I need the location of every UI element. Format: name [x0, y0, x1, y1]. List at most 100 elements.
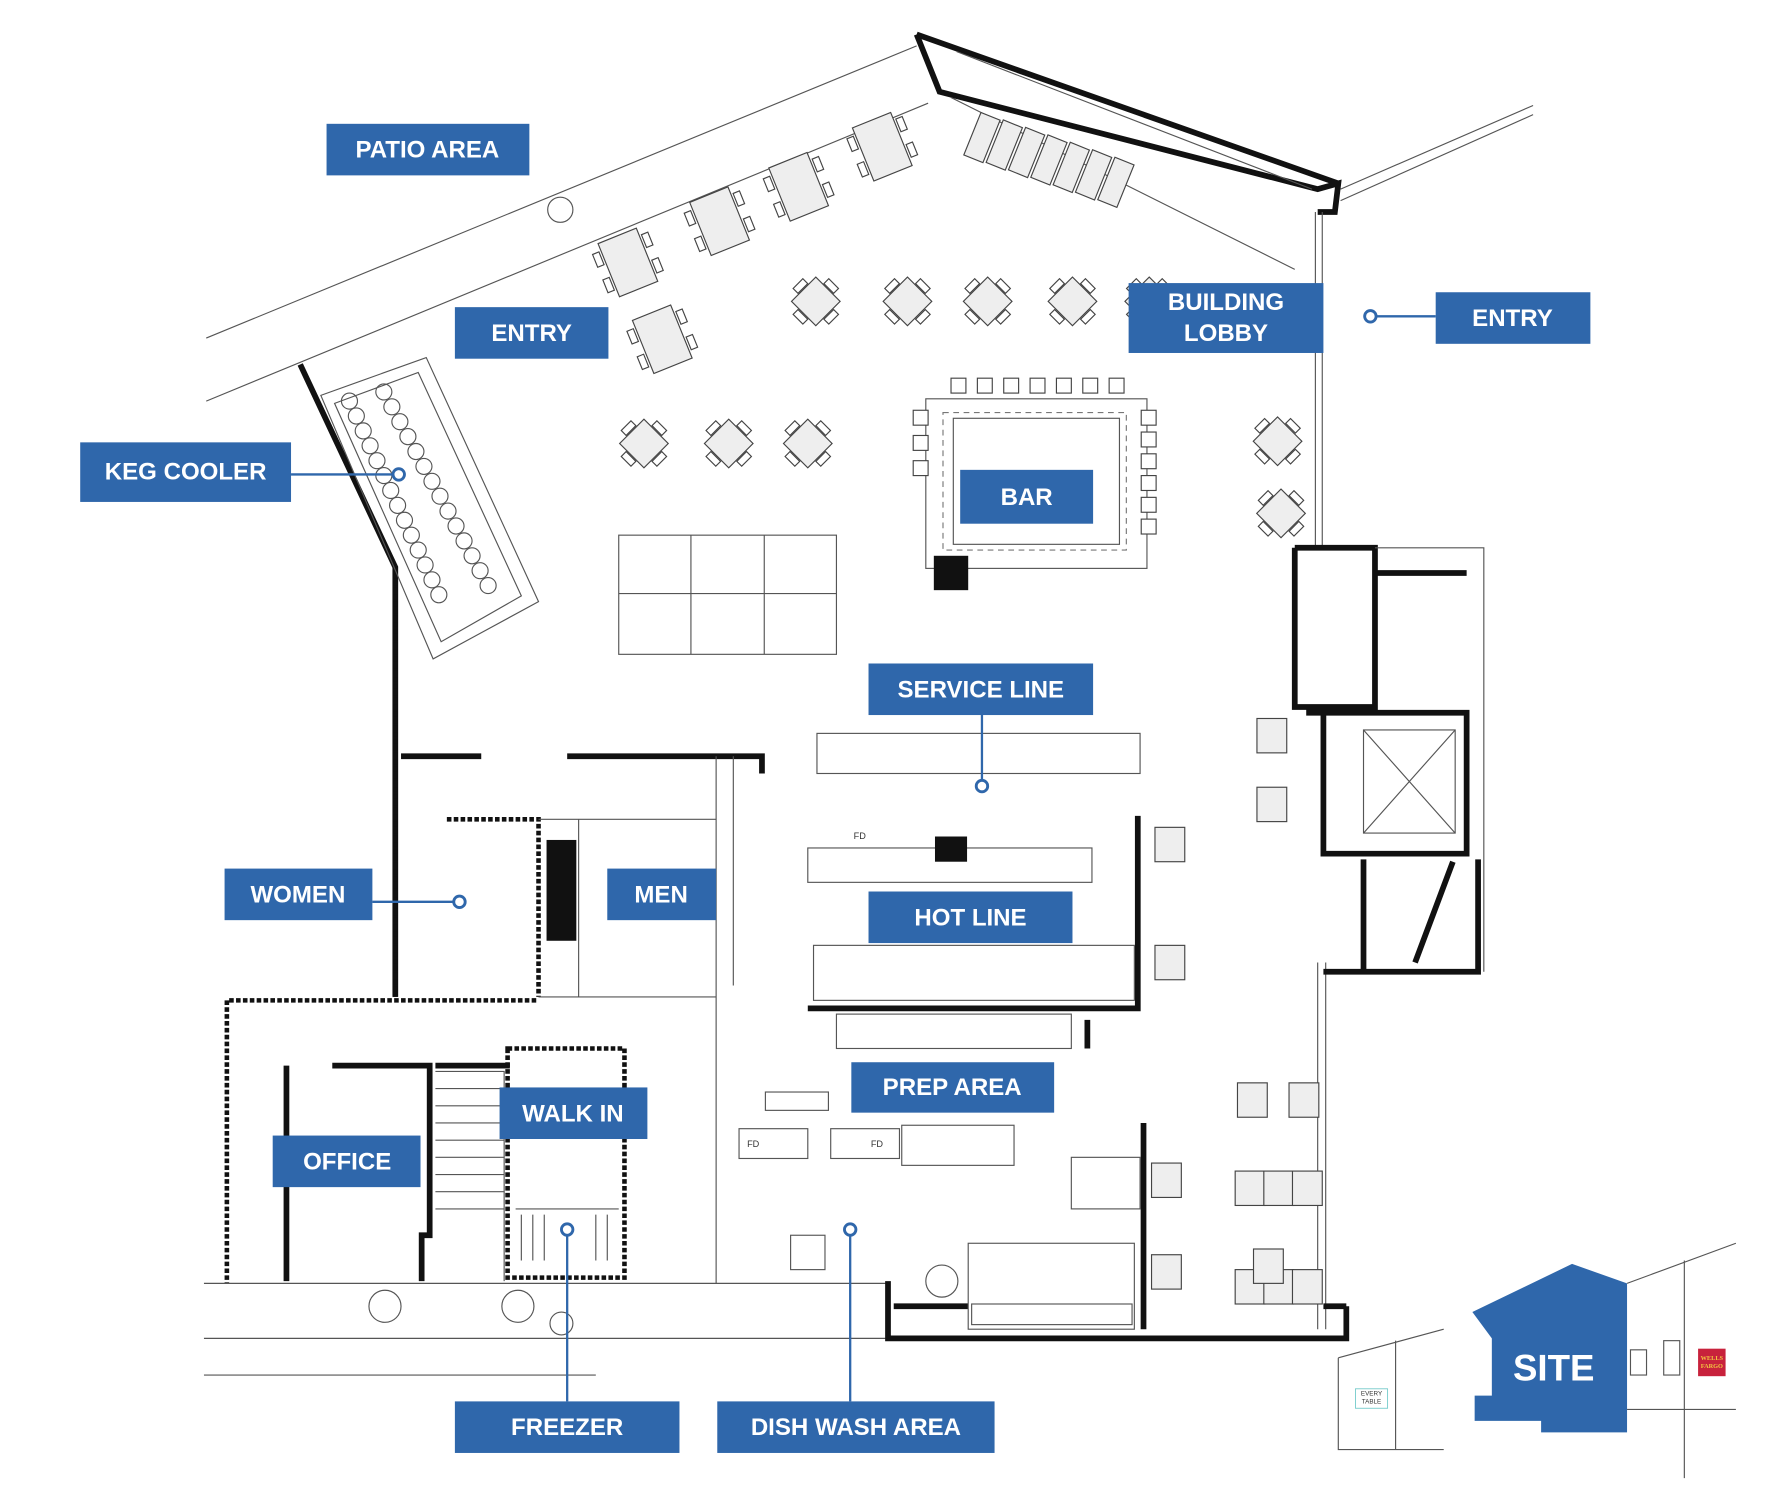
keg	[389, 496, 407, 514]
table-2-top	[846, 111, 919, 182]
label-building-lobby: BUILDING LOBBY	[1128, 283, 1324, 353]
table-top	[1234, 1170, 1266, 1207]
label-text: SERVICE LINE	[898, 676, 1065, 703]
label-text: MEN	[634, 881, 687, 908]
label-keg-cooler: KEG COOLER	[80, 442, 406, 502]
site-label: SITE	[1513, 1348, 1594, 1389]
bar-stool	[976, 377, 993, 394]
table-top	[1154, 944, 1186, 981]
bar-stool	[1003, 377, 1020, 394]
banquette-table	[963, 111, 1001, 164]
bar-stool	[1140, 518, 1157, 535]
keg	[340, 392, 359, 410]
table-2-top	[591, 227, 664, 298]
table-top	[1252, 1248, 1284, 1284]
table-4-top	[1047, 276, 1098, 327]
label-text: BUILDING	[1168, 289, 1284, 316]
banquette-table	[1097, 156, 1135, 209]
label-prep-area: PREP AREA	[851, 1062, 1055, 1113]
keg	[375, 383, 393, 401]
keg	[399, 428, 417, 446]
table-2-top	[683, 186, 756, 257]
floor-drain-mark: FD	[747, 1139, 760, 1149]
label-text: KEG COOLER	[105, 459, 267, 486]
keg	[439, 502, 457, 520]
neighbor-every-table: EVERY	[1361, 1391, 1383, 1398]
label-office: OFFICE	[272, 1135, 421, 1188]
table-top	[1150, 1254, 1182, 1290]
table-top	[1288, 1082, 1320, 1118]
bar-stool	[1140, 475, 1157, 492]
label-hot-line: HOT LINE	[868, 891, 1073, 944]
label-bar: BAR	[960, 469, 1094, 524]
label-patio-area: PATIO AREA	[326, 123, 530, 176]
table-4-top	[782, 418, 833, 469]
keg	[430, 586, 448, 604]
table-top	[1263, 1170, 1295, 1207]
table-4-top	[790, 276, 841, 327]
label-text: DISH WASH AREA	[751, 1414, 961, 1441]
label-women: WOMEN	[224, 868, 467, 921]
label-walk-in: WALK IN	[499, 1087, 648, 1140]
table-2-top	[626, 304, 699, 375]
keg	[447, 517, 465, 535]
neighbor-every-table: TABLE	[1362, 1399, 1381, 1406]
label-text: ENTRY	[491, 320, 572, 347]
table-4-top	[703, 418, 754, 469]
label-text: WOMEN	[250, 881, 345, 908]
table-top	[1150, 1162, 1182, 1199]
table-4-top	[882, 276, 933, 327]
label-entry-right: ENTRY	[1363, 292, 1591, 344]
keg	[368, 452, 386, 470]
keg	[354, 422, 372, 440]
label-text: PREP AREA	[883, 1074, 1022, 1101]
banquette-table	[1074, 148, 1113, 201]
keg	[431, 487, 449, 505]
label-freezer: FREEZER	[454, 1222, 680, 1453]
bar-stool	[1140, 496, 1157, 513]
keg	[415, 457, 433, 476]
bar-stool	[1140, 431, 1157, 448]
keg	[347, 407, 365, 425]
keg	[382, 481, 400, 500]
bar-stool	[1029, 377, 1046, 394]
label-dish-wash-area: DISH WASH AREA	[717, 1222, 995, 1453]
bar-stool	[912, 460, 929, 477]
keg	[402, 526, 420, 544]
label-text: LOBBY	[1184, 320, 1268, 347]
label-men: MEN	[607, 868, 717, 921]
bar-stool	[912, 409, 929, 426]
table-2-top	[762, 151, 835, 222]
keg	[416, 556, 434, 574]
banquette-table	[985, 119, 1024, 171]
keg	[479, 576, 497, 595]
table-top	[1154, 826, 1186, 863]
floor-drain-mark: FD	[854, 831, 867, 841]
table-4-top	[1255, 488, 1307, 539]
keg	[361, 437, 379, 455]
site-inset-map: SITE EVERY TABLE WELLS FARGO	[1337, 1242, 1737, 1479]
bar-stool	[1140, 409, 1157, 426]
bar-stool	[950, 377, 967, 394]
label-service-line: SERVICE LINE	[868, 663, 1094, 794]
table-4-top	[618, 418, 670, 469]
table-top	[1236, 1082, 1268, 1118]
table-top	[1256, 786, 1288, 823]
label-text: FREEZER	[511, 1414, 623, 1441]
label-text: PATIO AREA	[355, 137, 499, 164]
keg	[407, 442, 425, 461]
table-top	[1291, 1170, 1323, 1207]
wells-fargo-logo	[1698, 1348, 1726, 1377]
label-text: ENTRY	[1472, 305, 1553, 332]
label-entry-left: ENTRY	[454, 307, 609, 359]
label-text: WALK IN	[522, 1100, 624, 1127]
floor-drain-mark: FD	[871, 1139, 884, 1149]
wells-fargo-text: FARGO	[1701, 1363, 1723, 1370]
keg	[423, 571, 441, 589]
banquette-table	[1007, 126, 1046, 179]
bar-stool	[1055, 377, 1072, 394]
label-text: HOT LINE	[914, 904, 1026, 931]
table-top	[1256, 717, 1288, 754]
label-text: OFFICE	[303, 1148, 391, 1175]
